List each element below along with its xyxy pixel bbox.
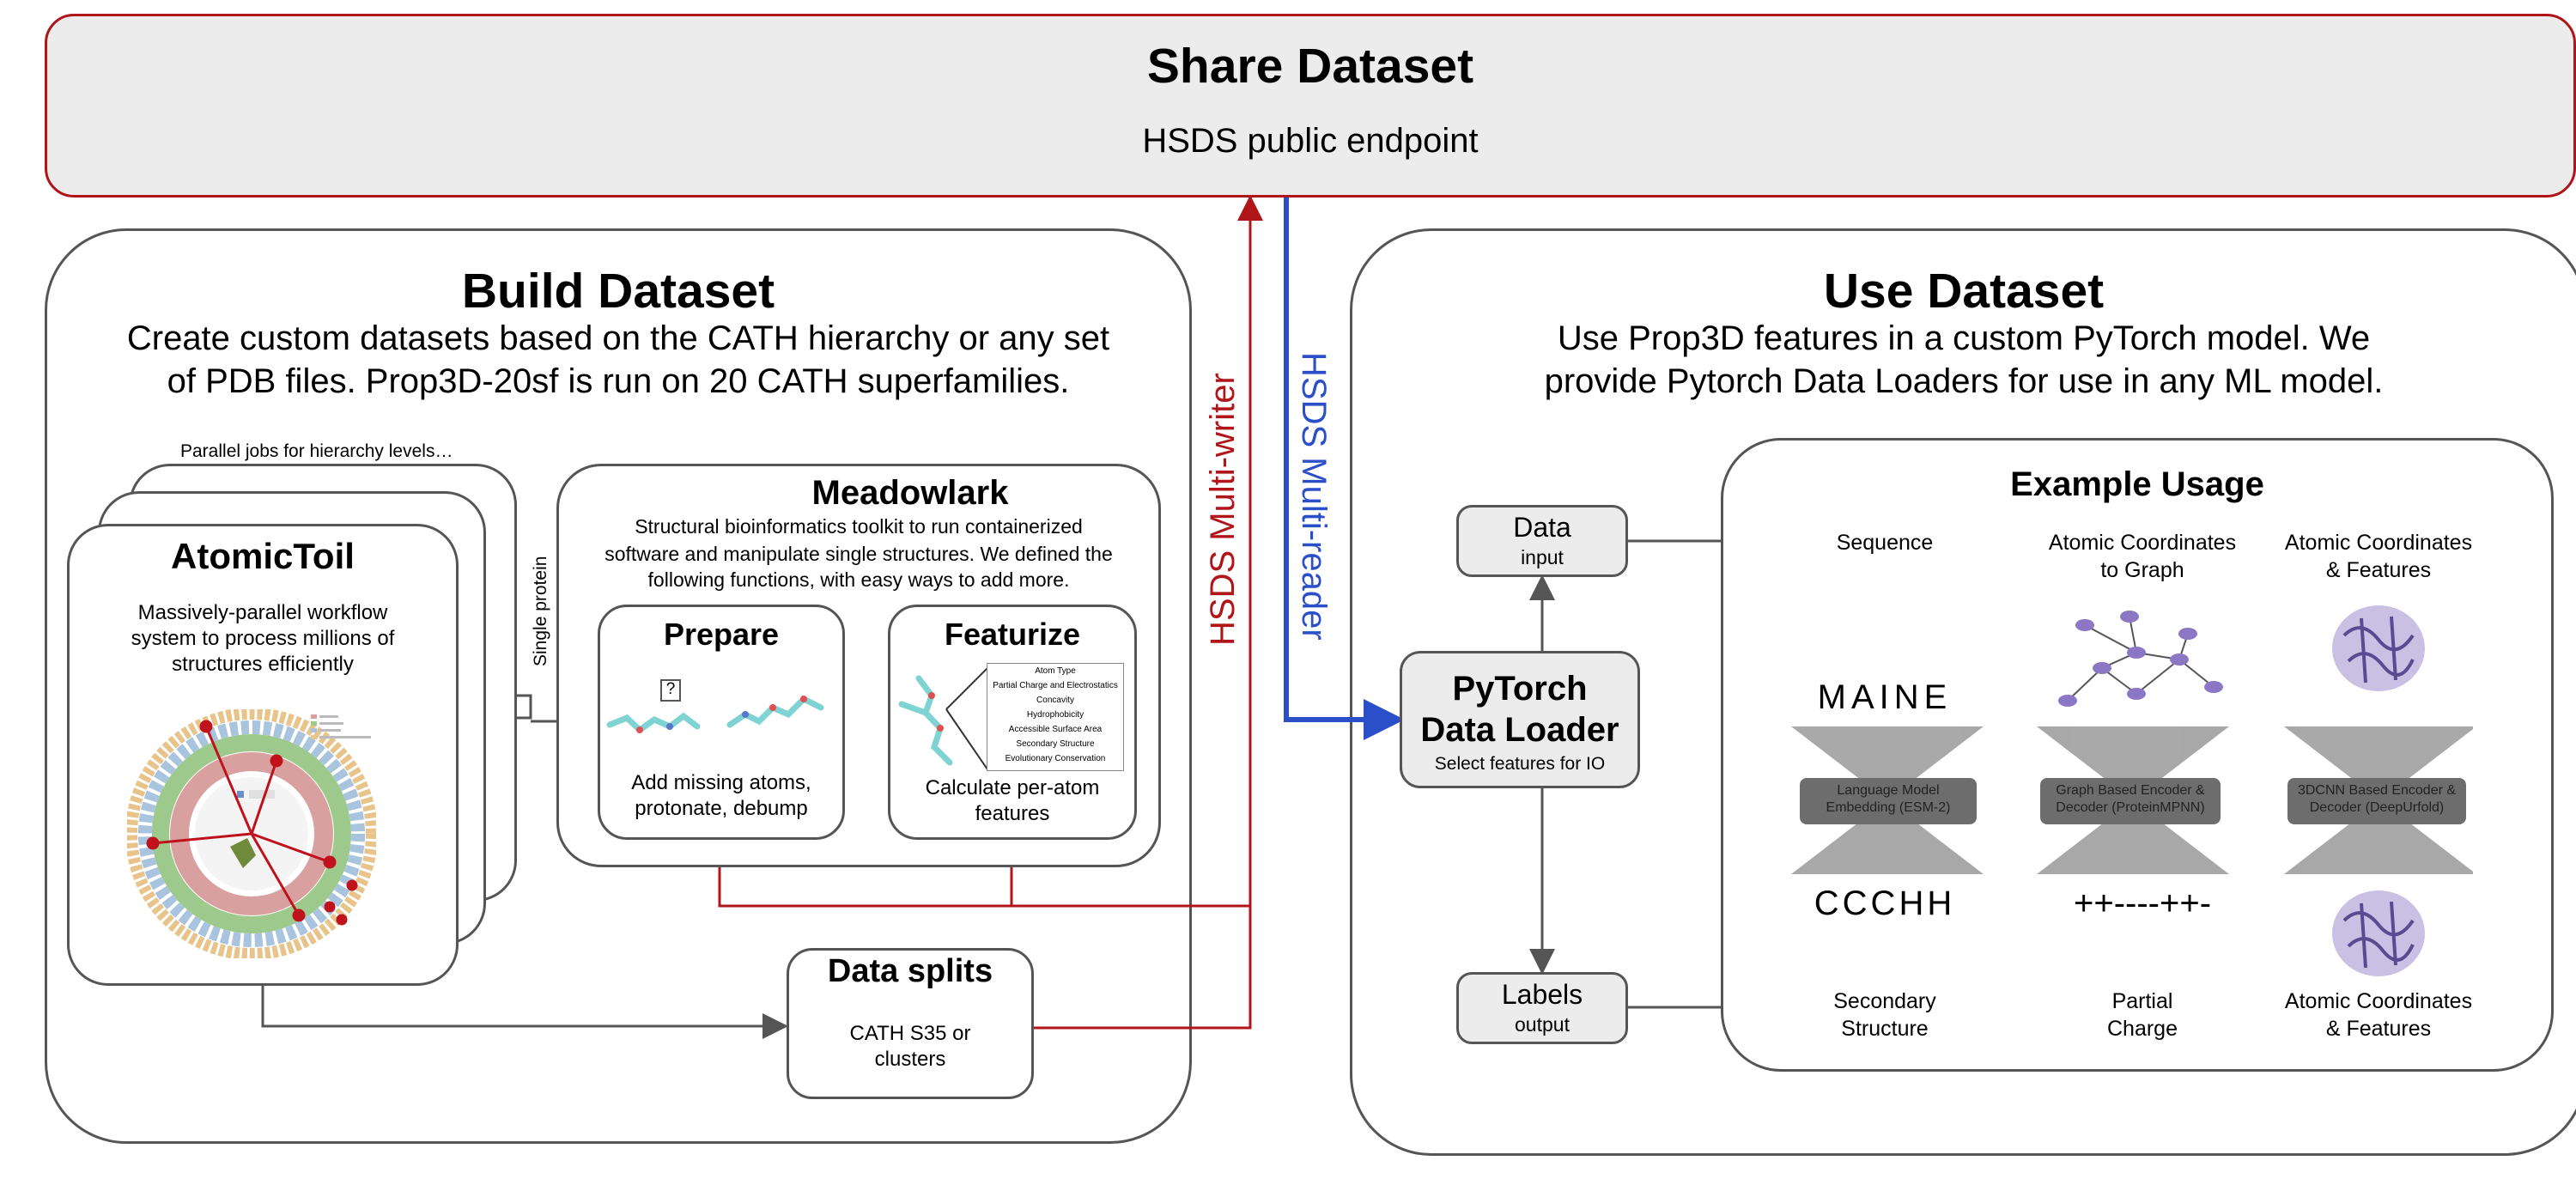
model-label-box bbox=[2040, 778, 2221, 824]
build-dataset-title: Build Dataset bbox=[461, 264, 775, 319]
model-label: Graph Based Encoder & bbox=[2056, 783, 2205, 798]
encoder-decoder-shapes bbox=[1791, 726, 2473, 874]
example-input-label-2: & Features bbox=[2325, 558, 2432, 582]
pytorch-loader-title-1: PyTorch bbox=[1452, 670, 1588, 708]
model-label-box bbox=[2287, 778, 2466, 824]
featurize-desc-1: Calculate per-atom bbox=[925, 776, 1100, 799]
example-output-label: Partial bbox=[2111, 989, 2173, 1013]
build-dataset-desc-2: of PDB files. Prop3D-20sf is run on 20 C… bbox=[167, 362, 1070, 400]
prepare-desc-1: Add missing atoms, bbox=[631, 771, 811, 794]
protein-structure-input-image bbox=[2332, 605, 2425, 691]
graph-illustration bbox=[2058, 611, 2223, 707]
use-dataset-desc-1: Use Prop3D features in a custom PyTorch … bbox=[1557, 319, 2371, 357]
featurize-title: Featurize bbox=[944, 617, 1081, 652]
model-label-2: Embedding (ESM-2) bbox=[1826, 800, 1951, 815]
prepare-title: Prepare bbox=[663, 617, 780, 652]
example-usage-title: Example Usage bbox=[2010, 465, 2264, 503]
hsds-multi-writer-label: HSDS Multi-writer bbox=[1204, 373, 1242, 646]
data-input-sub: input bbox=[1521, 546, 1564, 568]
maine-sequence: MAINE bbox=[1817, 678, 1953, 716]
pytorch-loader-sub: Select features for IO bbox=[1434, 754, 1606, 774]
data-input-box bbox=[1456, 505, 1628, 577]
model-label: 3DCNN Based Encoder & bbox=[2297, 783, 2457, 798]
build-dataset-desc-1: Create custom datasets based on the CATH… bbox=[126, 319, 1110, 357]
meadowlark-desc-2: software and manipulate single structure… bbox=[605, 543, 1113, 565]
feature-item: Hydrophobicity bbox=[1026, 710, 1084, 720]
meadowlark-title: Meadowlark bbox=[811, 474, 1009, 512]
atomictoil-desc-1: Massively-parallel workflow bbox=[137, 601, 388, 624]
feature-item: Secondary Structure bbox=[1016, 739, 1095, 749]
meadowlark-desc-1: Structural bioinformatics toolkit to run… bbox=[635, 515, 1083, 538]
example-input-label: Sequence bbox=[1836, 531, 1934, 555]
share-dataset-subtitle: HSDS public endpoint bbox=[1142, 122, 1479, 160]
feature-item: Atom Type bbox=[1035, 666, 1076, 676]
feature-list-box: Atom Type Partial Charge and Electrostat… bbox=[987, 663, 1124, 771]
atomictoil-desc-3: structures efficiently bbox=[172, 653, 354, 676]
example-output-label-2: & Features bbox=[2325, 1017, 2432, 1041]
feature-item: Concavity bbox=[1036, 696, 1074, 705]
share-dataset-box bbox=[45, 14, 2576, 198]
atomictoil-title: AtomicToil bbox=[171, 536, 355, 576]
single-protein-label: Single protein bbox=[531, 556, 550, 666]
featurize-molecule-image bbox=[898, 667, 988, 770]
protein-structure-output-image bbox=[2332, 890, 2425, 976]
feature-item: Partial Charge and Electrostatics bbox=[993, 681, 1118, 690]
featurize-desc-2: features bbox=[975, 802, 1050, 825]
meadowlark-desc-3: following functions, with easy ways to a… bbox=[647, 568, 1070, 591]
labels-output-box bbox=[1456, 972, 1628, 1044]
model-label-2: Decoder (ProteinMPNN) bbox=[2056, 800, 2205, 815]
data-splits-desc-2: clusters bbox=[874, 1048, 946, 1071]
example-input-label: Atomic Coordinates bbox=[2284, 531, 2473, 555]
feature-item: Evolutionary Conservation bbox=[1005, 754, 1106, 763]
data-splits-box bbox=[787, 948, 1034, 1099]
data-splits-desc-1: CATH S35 or bbox=[849, 1022, 971, 1045]
labels-output-sub: output bbox=[1515, 1013, 1570, 1036]
model-label: Language Model bbox=[1837, 783, 1940, 798]
sunburst-legend bbox=[311, 714, 371, 739]
prepare-question-mark: ? bbox=[665, 680, 676, 698]
hsds-multi-reader-label: HSDS Multi-reader bbox=[1295, 352, 1333, 641]
ss-sequence: CCCHH bbox=[1814, 884, 1956, 922]
atomictoil-desc-2: system to process millions of bbox=[131, 627, 395, 650]
example-output-label: Atomic Coordinates bbox=[2284, 989, 2473, 1013]
charge-sequence: ++----++- bbox=[2073, 884, 2212, 922]
model-label-2: Decoder (DeepUrfold) bbox=[2309, 800, 2445, 815]
prepare-desc-2: protonate, debump bbox=[635, 797, 808, 820]
data-splits-title: Data splits bbox=[827, 953, 993, 989]
prepare-molecule-images bbox=[606, 679, 824, 734]
feature-item: Accessible Surface Area bbox=[1008, 725, 1103, 734]
parallel-jobs-label: Parallel jobs for hierarchy levels… bbox=[180, 441, 453, 461]
pytorch-loader-title-2: Data Loader bbox=[1420, 711, 1619, 749]
example-output-label-2: Charge bbox=[2107, 1017, 2178, 1041]
example-output-label: Secondary bbox=[1833, 989, 1936, 1013]
example-input-label: Atomic Coordinates bbox=[2048, 531, 2237, 555]
use-dataset-desc-2: provide Pytorch Data Loaders for use in … bbox=[1544, 362, 2384, 400]
pytorch-data-loader-box bbox=[1400, 651, 1640, 788]
example-output-label-2: Structure bbox=[1841, 1017, 1929, 1041]
example-input-label-2: to Graph bbox=[2100, 558, 2184, 582]
labels-output-title: Labels bbox=[1501, 979, 1583, 1010]
cath-hierarchy-sunburst bbox=[127, 709, 376, 958]
share-dataset-title: Share Dataset bbox=[1146, 39, 1474, 94]
model-label-box bbox=[1800, 778, 1977, 824]
use-dataset-title: Use Dataset bbox=[1823, 264, 2105, 319]
data-input-title: Data bbox=[1513, 512, 1571, 543]
